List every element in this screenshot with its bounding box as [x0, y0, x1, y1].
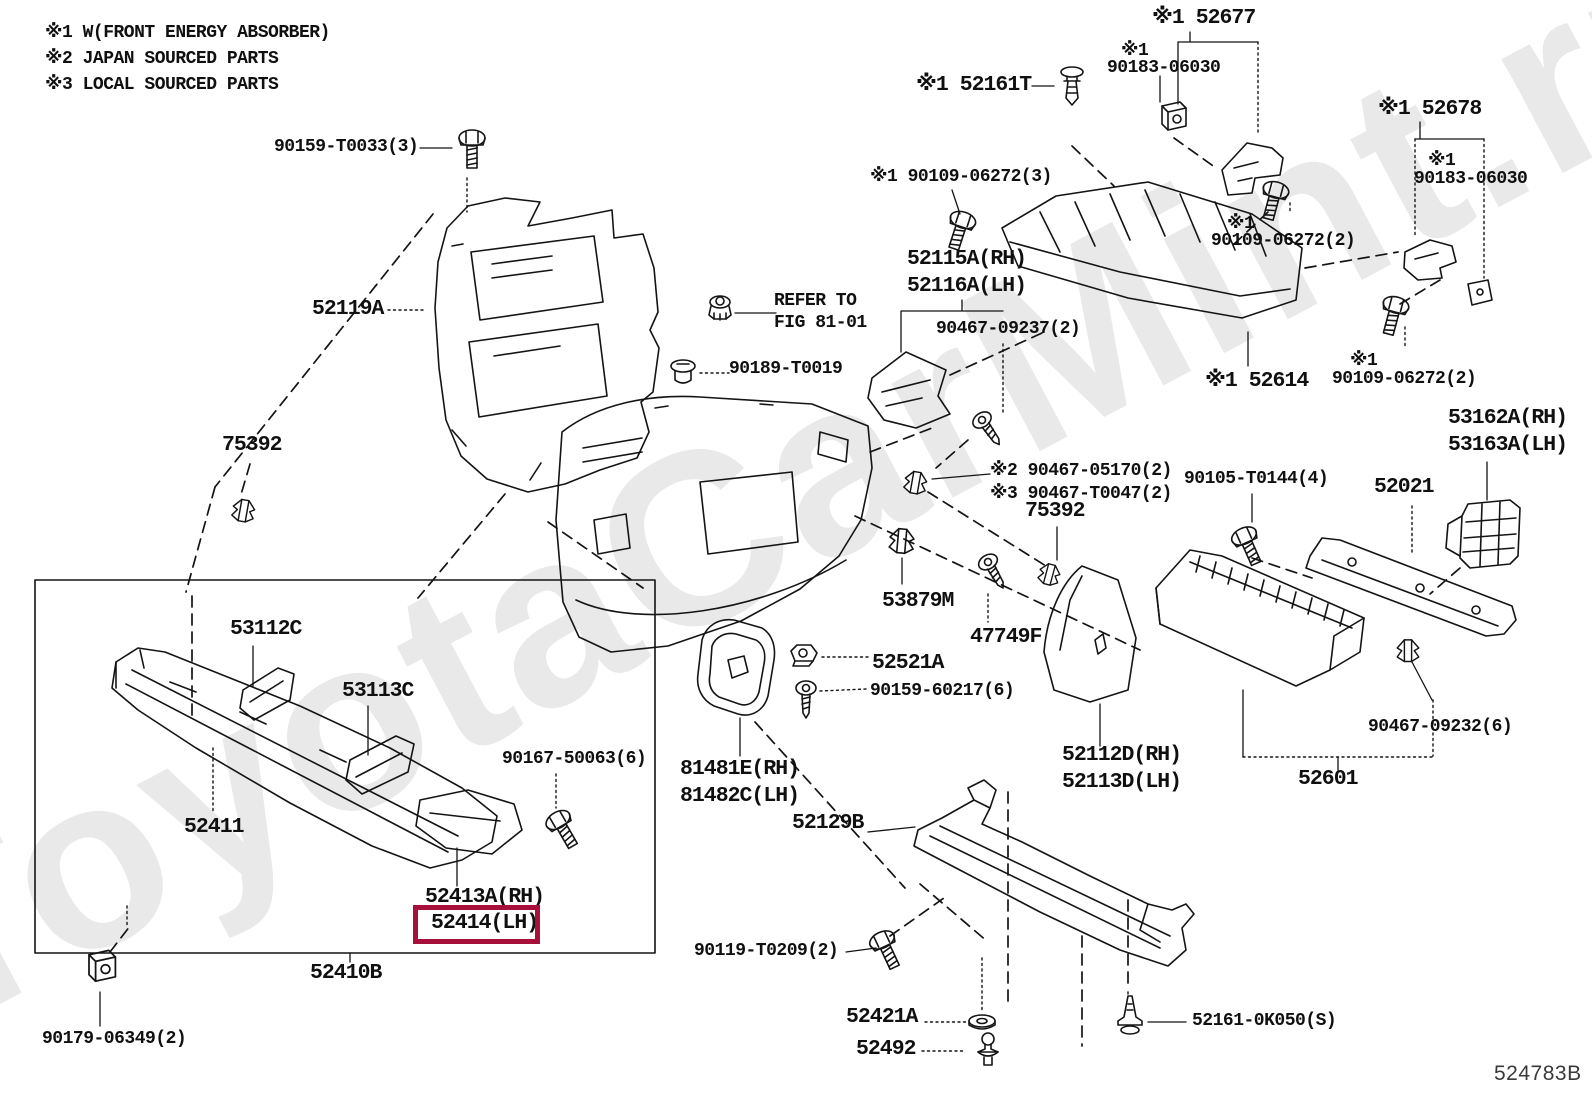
pushpin-refer-icon — [708, 295, 732, 321]
figure-code: 524783B — [1494, 1062, 1582, 1085]
part-label-75392-left[interactable]: 75392 — [222, 433, 283, 457]
stud-52492-icon — [977, 1032, 999, 1066]
part-label-52161-0k050[interactable]: 52161-0K050(S) — [1192, 1011, 1337, 1031]
grommet-52421a-icon — [968, 1014, 996, 1030]
clip-75392-left-icon — [230, 497, 257, 524]
clip-52521a-icon — [790, 644, 818, 667]
part-label-52129b[interactable]: 52129B — [792, 811, 864, 835]
part-label-90467-t0047[interactable]: ※3 90467-T0047(2) — [990, 484, 1172, 504]
part-label-53162a[interactable]: 53162A(RH) 53163A(LH) — [1448, 406, 1568, 457]
part-label-52112d[interactable]: 52112D(RH) 52113D(LH) — [1062, 743, 1182, 794]
bumper-retainer-52119a-part — [434, 197, 660, 493]
pad-52112d-part — [1043, 565, 1137, 703]
part-label-75392-right[interactable]: 75392 — [1025, 499, 1086, 523]
part-label-90167-50063[interactable]: 90167-50063(6) — [502, 749, 647, 769]
part-label-90183-right-sym: ※1 — [1428, 151, 1456, 171]
bracket-53162a-part — [1445, 499, 1521, 569]
part-label-90467-09237[interactable]: 90467-09237(2) — [936, 319, 1081, 339]
piece-52413a-part — [415, 789, 523, 855]
part-label-90183-top[interactable]: 90183-06030 — [1107, 58, 1221, 78]
trim-53113c-part — [345, 735, 415, 795]
part-label-52115a[interactable]: 52115A(RH) 52116A(LH) — [907, 247, 1027, 298]
part-label-52678[interactable]: ※1 52678 — [1378, 97, 1482, 121]
bumper-cover-part — [555, 395, 873, 653]
assembly-frame-box — [34, 579, 656, 954]
bolt-90109-b-icon — [1254, 178, 1292, 224]
bolt-90119-icon — [866, 926, 908, 974]
clip-53879m-icon — [887, 527, 916, 555]
assembly-dashed-lines — [109, 137, 1461, 1047]
bracket-52677-part — [1221, 142, 1284, 196]
bolt-90159-t0033-icon — [458, 129, 486, 169]
part-label-90183-top-sym: ※1 — [1121, 41, 1149, 61]
part-label-47749f[interactable]: 47749F — [970, 625, 1042, 649]
part-label-52161t[interactable]: ※1 52161T — [916, 73, 1032, 97]
part-label-90183-right[interactable]: 90183-06030 — [1414, 169, 1528, 189]
clip-90179-icon — [88, 949, 117, 983]
grommet-90189-icon — [670, 359, 696, 384]
part-label-53112c[interactable]: 53112C — [230, 617, 302, 641]
bracket-52678-part — [1403, 239, 1493, 306]
part-label-52410b[interactable]: 52410B — [310, 961, 382, 985]
part-label-52492[interactable]: 52492 — [856, 1037, 917, 1061]
trim-53112c-part — [239, 667, 295, 721]
part-label-52521a[interactable]: 52521A — [872, 651, 944, 675]
part-label-52021[interactable]: 52021 — [1374, 475, 1435, 499]
screw-90467-09237-icon — [968, 407, 1009, 452]
part-label-90467-05170[interactable]: ※2 90467-05170(2) — [990, 461, 1172, 481]
reinforcement-52601-part — [1155, 549, 1365, 687]
part-label-90179-06349[interactable]: 90179-06349(2) — [42, 1029, 187, 1049]
part-label-90189-t0019[interactable]: 90189-T0019 — [729, 359, 843, 379]
highlight-box[interactable] — [413, 905, 540, 944]
part-label-52119a[interactable]: 52119A — [312, 297, 384, 321]
pad-81481e-part — [696, 618, 776, 716]
part-label-90109-2b-sym: ※1 — [1350, 351, 1378, 371]
bar-52021-part — [1305, 537, 1517, 637]
clip-75392-right-icon — [1036, 561, 1063, 588]
part-label-52601[interactable]: 52601 — [1298, 767, 1359, 791]
undercover-52129b-part — [913, 779, 1195, 967]
part-label-52614[interactable]: ※1 52614 — [1205, 369, 1309, 393]
part-label-90109-2b[interactable]: 90109-06272(2) — [1332, 369, 1477, 389]
bolt-90167-icon — [541, 805, 586, 854]
part-label-90109-2a[interactable]: 90109-06272(2) — [1211, 231, 1356, 251]
part-label-52677[interactable]: ※1 52677 — [1152, 6, 1256, 30]
part-label-90159-60217[interactable]: 90159-60217(6) — [870, 681, 1015, 701]
legend-notes: ※1 W(FRONT ENERGY ABSORBER) ※2 JAPAN SOU… — [45, 23, 330, 95]
lower-retainer-52411-part — [111, 647, 498, 869]
part-label-90159-t0033[interactable]: 90159-T0033(3) — [274, 137, 419, 157]
part-label-90119-t0209[interactable]: 90119-T0209(2) — [694, 941, 839, 961]
part-label-53113c[interactable]: 53113C — [342, 679, 414, 703]
grille-52614-part — [1001, 181, 1303, 319]
clip-90183-top-icon — [1161, 101, 1187, 131]
dotted-leader-lines — [126, 41, 1485, 1052]
part-label-90467-09232[interactable]: 90467-09232(6) — [1368, 717, 1513, 737]
solid-leader-lines — [99, 31, 1488, 1027]
part-label-52411[interactable]: 52411 — [184, 815, 245, 839]
part-label-90109-06272-3[interactable]: ※1 90109-06272(3) — [870, 167, 1052, 187]
part-label-53879m[interactable]: 53879M — [882, 589, 954, 613]
part-label-90105-t0144[interactable]: 90105-T0144(4) — [1184, 469, 1329, 489]
clip-90467-05170-icon — [902, 469, 929, 496]
part-label-81481e[interactable]: 81481E(RH) 81482C(LH) — [680, 757, 800, 808]
clip-90467-09232-icon — [1396, 639, 1420, 663]
part-label-52421a[interactable]: 52421A — [846, 1005, 918, 1029]
part-label-90109-2a-sym: ※1 — [1227, 214, 1255, 234]
support-52115a-part — [867, 351, 951, 429]
refer-note: REFER TO FIG 81-01 — [774, 291, 867, 333]
screw-90159-60217-icon — [795, 680, 817, 719]
pin-52161-0k050-icon — [1117, 995, 1143, 1035]
part-label-52414[interactable]: 52414(LH) — [431, 911, 539, 935]
rivet-52161t-icon — [1060, 66, 1084, 106]
